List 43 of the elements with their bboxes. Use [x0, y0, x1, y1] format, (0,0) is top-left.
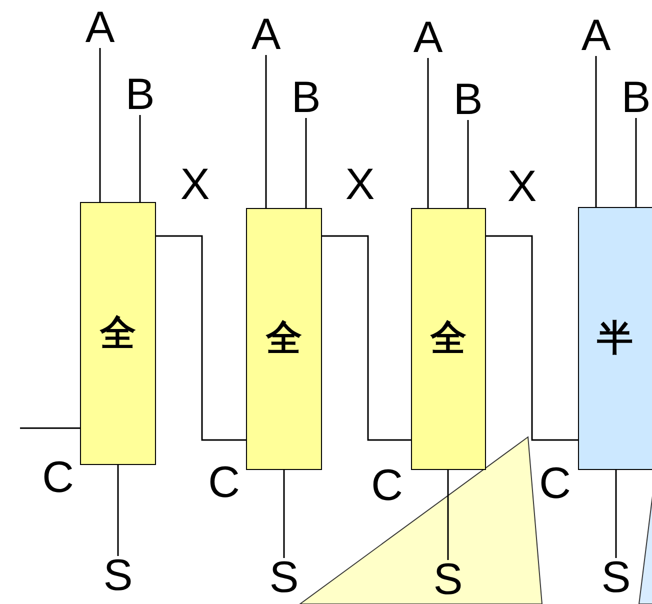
- connector-line: [595, 56, 597, 207]
- signal-label: A: [574, 14, 618, 54]
- connector-line: [20, 427, 80, 429]
- connector-line: [615, 470, 617, 558]
- block-label: 半: [597, 318, 633, 358]
- signal-label: A: [244, 13, 288, 53]
- signal-label: X: [344, 163, 376, 207]
- signal-label: S: [96, 554, 140, 594]
- signal-label: S: [426, 558, 470, 598]
- signal-label: B: [614, 76, 652, 116]
- connector-line: [283, 470, 285, 558]
- connector-line: [322, 235, 411, 441]
- signal-label: A: [78, 6, 122, 46]
- adder-block: [578, 207, 652, 470]
- adder-block: [80, 202, 156, 465]
- signal-label: C: [538, 462, 572, 506]
- adder-block: [246, 208, 322, 470]
- connector-line: [265, 55, 267, 208]
- signal-label: S: [594, 556, 638, 596]
- connector-line: [156, 235, 246, 441]
- signal-label: B: [446, 78, 490, 118]
- signal-label: B: [284, 76, 328, 116]
- connector-line: [99, 48, 101, 202]
- block-label: 全: [100, 314, 136, 354]
- adder-block: [411, 208, 486, 470]
- connector-line: [139, 115, 141, 202]
- signal-label: A: [406, 16, 450, 56]
- signal-label: C: [370, 464, 404, 508]
- connector-line: [117, 465, 119, 556]
- signal-label: C: [41, 456, 75, 500]
- block-label: 全: [430, 319, 466, 359]
- connector-line: [467, 120, 469, 208]
- connector-line: [486, 235, 578, 441]
- signal-label: X: [179, 163, 211, 207]
- signal-label: S: [262, 556, 306, 596]
- connector-line: [447, 470, 449, 560]
- signal-label: C: [207, 461, 241, 505]
- connector-line: [635, 118, 637, 207]
- connector-line: [427, 58, 429, 208]
- signal-label: B: [118, 73, 162, 113]
- signal-label: X: [506, 165, 538, 209]
- block-label: 全: [266, 319, 302, 359]
- connector-line: [305, 118, 307, 208]
